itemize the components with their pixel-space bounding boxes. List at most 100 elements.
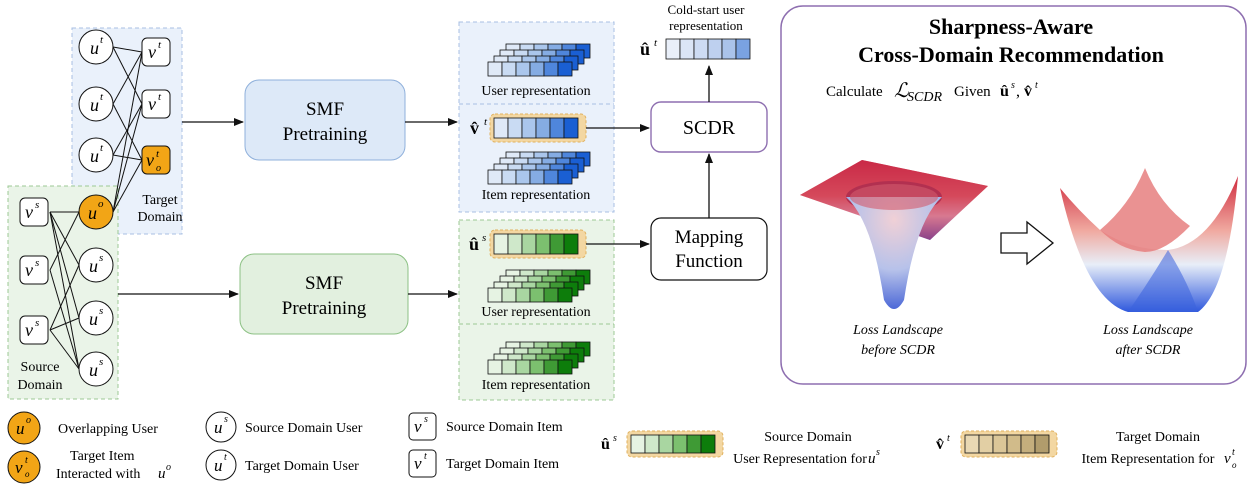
embedding-cell bbox=[557, 169, 573, 185]
user-representation-label: User representation bbox=[481, 84, 590, 99]
embedding-cell bbox=[665, 38, 681, 60]
embedding-cell bbox=[501, 359, 517, 375]
embedding-cell bbox=[521, 233, 537, 255]
cold-start-user-vector bbox=[665, 38, 751, 60]
embedding-cell bbox=[686, 434, 702, 454]
svg-text:t: t bbox=[100, 34, 104, 46]
legend-target-item-vector bbox=[964, 434, 1050, 454]
after-caption: Loss Landscape bbox=[1102, 323, 1193, 338]
embedding-cell bbox=[493, 117, 509, 139]
embedding-cell bbox=[658, 434, 674, 454]
embedding-cell bbox=[507, 233, 523, 255]
embedding-cell bbox=[535, 117, 551, 139]
calculate-text: Calculate bbox=[826, 84, 883, 100]
legend-v-hat-t-sup: t bbox=[947, 433, 950, 444]
svg-text:v: v bbox=[148, 42, 156, 62]
legend-tgt-rep-v: v bbox=[1224, 451, 1231, 467]
embedding-cell bbox=[563, 117, 579, 139]
svg-text:s: s bbox=[35, 199, 39, 211]
user-embedding-stack bbox=[487, 269, 591, 303]
legend-u-hat-s-sup: s bbox=[613, 433, 617, 444]
u-hat-t-label: û bbox=[640, 39, 650, 59]
legend-u-hat-s: û bbox=[601, 436, 610, 453]
legend-src-rep-text: Source Domain bbox=[764, 430, 851, 445]
before-caption: Loss Landscape bbox=[852, 323, 943, 338]
svg-text:s: s bbox=[99, 305, 103, 317]
cold-start-label: representation bbox=[669, 18, 743, 33]
source-domain-label: Source bbox=[21, 360, 60, 375]
svg-text:u: u bbox=[90, 95, 99, 115]
svg-text:t: t bbox=[100, 91, 104, 103]
legend-target-item-text: Target Item bbox=[70, 449, 135, 464]
embedding-cell bbox=[543, 61, 559, 77]
given-v: v̂ bbox=[1024, 83, 1032, 100]
embedding-cell bbox=[707, 38, 723, 60]
user-representation-label-source: User representation bbox=[481, 305, 590, 320]
given-text: Given bbox=[954, 84, 991, 100]
embedding-cell bbox=[549, 117, 565, 139]
item-representation-label-source: Item representation bbox=[482, 378, 590, 393]
legend-tgt-rep-text2: Item Representation for bbox=[1082, 452, 1215, 467]
svg-text:o: o bbox=[156, 163, 161, 174]
embedding-cell bbox=[529, 169, 545, 185]
target-item-vector bbox=[493, 117, 579, 139]
svg-text:v: v bbox=[25, 320, 33, 340]
u-hat-t-sup: t bbox=[654, 37, 658, 49]
embedding-cell bbox=[735, 38, 751, 60]
svg-text:u: u bbox=[89, 256, 98, 276]
svg-text:s: s bbox=[99, 356, 103, 368]
given-vars: û bbox=[1000, 83, 1009, 100]
embedding-cell bbox=[672, 434, 688, 454]
panel-title: Cross-Domain Recommendation bbox=[858, 42, 1164, 67]
embedding-cell bbox=[529, 359, 545, 375]
item-embedding-stack bbox=[487, 151, 591, 185]
svg-text:u: u bbox=[89, 360, 98, 380]
source-domain-label: Domain bbox=[17, 378, 62, 393]
smf-source-label: SMF bbox=[305, 273, 343, 294]
after-caption: after SCDR bbox=[1116, 343, 1181, 358]
embedding-cell bbox=[978, 434, 994, 454]
embedding-cell bbox=[549, 233, 565, 255]
u-hat-s-label: û bbox=[469, 234, 479, 254]
svg-text:u: u bbox=[90, 38, 99, 58]
embedding-cell bbox=[501, 61, 517, 77]
svg-text:o: o bbox=[98, 198, 104, 210]
embedding-cell bbox=[644, 434, 660, 454]
legend-src-rep-text2: User Representation for bbox=[733, 452, 867, 467]
scdr-label: SCDR bbox=[683, 117, 736, 139]
legend-tgt-rep-v-sup: t bbox=[1232, 447, 1235, 458]
legend-tgt-rep-v-sub: o bbox=[1232, 460, 1237, 470]
smf-target-label: SMF bbox=[306, 99, 344, 120]
legend-interacted-text: Interacted with bbox=[56, 467, 140, 482]
svg-text:t: t bbox=[158, 39, 162, 51]
svg-text:u: u bbox=[88, 203, 97, 223]
legend-v-hat-t: v̂ bbox=[936, 436, 944, 453]
svg-text:v: v bbox=[414, 417, 422, 436]
embedding-cell bbox=[487, 169, 503, 185]
svg-text:o: o bbox=[26, 415, 31, 426]
svg-text:v: v bbox=[148, 94, 156, 114]
embedding-cell bbox=[543, 169, 559, 185]
embedding-cell bbox=[487, 359, 503, 375]
embedding-cell bbox=[529, 61, 545, 77]
mapping-label: Function bbox=[675, 251, 743, 272]
embedding-cell bbox=[693, 38, 709, 60]
embedding-cell bbox=[1034, 434, 1050, 454]
loss-subscript: SCDR bbox=[907, 90, 942, 105]
v-hat-t-sup: t bbox=[484, 116, 488, 128]
legend-src-rep-u: u bbox=[868, 451, 876, 467]
